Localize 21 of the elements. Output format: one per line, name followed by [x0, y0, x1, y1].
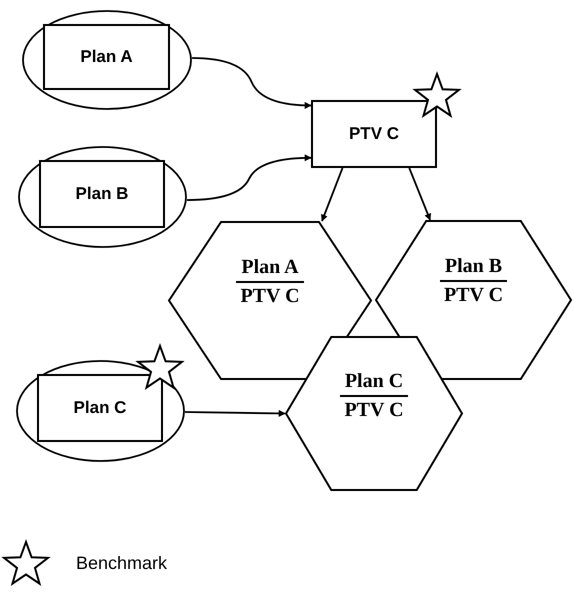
legend-label: Benchmark: [76, 552, 168, 574]
box-label: PTV C: [348, 124, 400, 144]
ellipse-shape: [18, 146, 187, 248]
numerator-text: Plan A: [240, 256, 300, 280]
plan-box: [43, 24, 170, 90]
denominator-text: PTV C: [340, 395, 408, 422]
arrow: [184, 410, 286, 417]
hexagon-shape: [285, 336, 463, 491]
box-label: Plan A: [80, 47, 133, 67]
box-label: Plan C: [74, 398, 126, 418]
arrow: [192, 57, 312, 109]
arrow: [408, 168, 432, 221]
arrow: [321, 168, 344, 222]
plan-box: [39, 160, 165, 228]
numerator-text: Plan B: [444, 255, 504, 280]
denominator-text: PTV C: [236, 280, 304, 308]
box-label: Plan B: [76, 184, 128, 204]
ellipse-shape: [22, 10, 192, 110]
denominator-text: PTV C: [440, 280, 508, 308]
numerator-text: Plan C: [344, 370, 404, 394]
arrow: [186, 154, 312, 201]
